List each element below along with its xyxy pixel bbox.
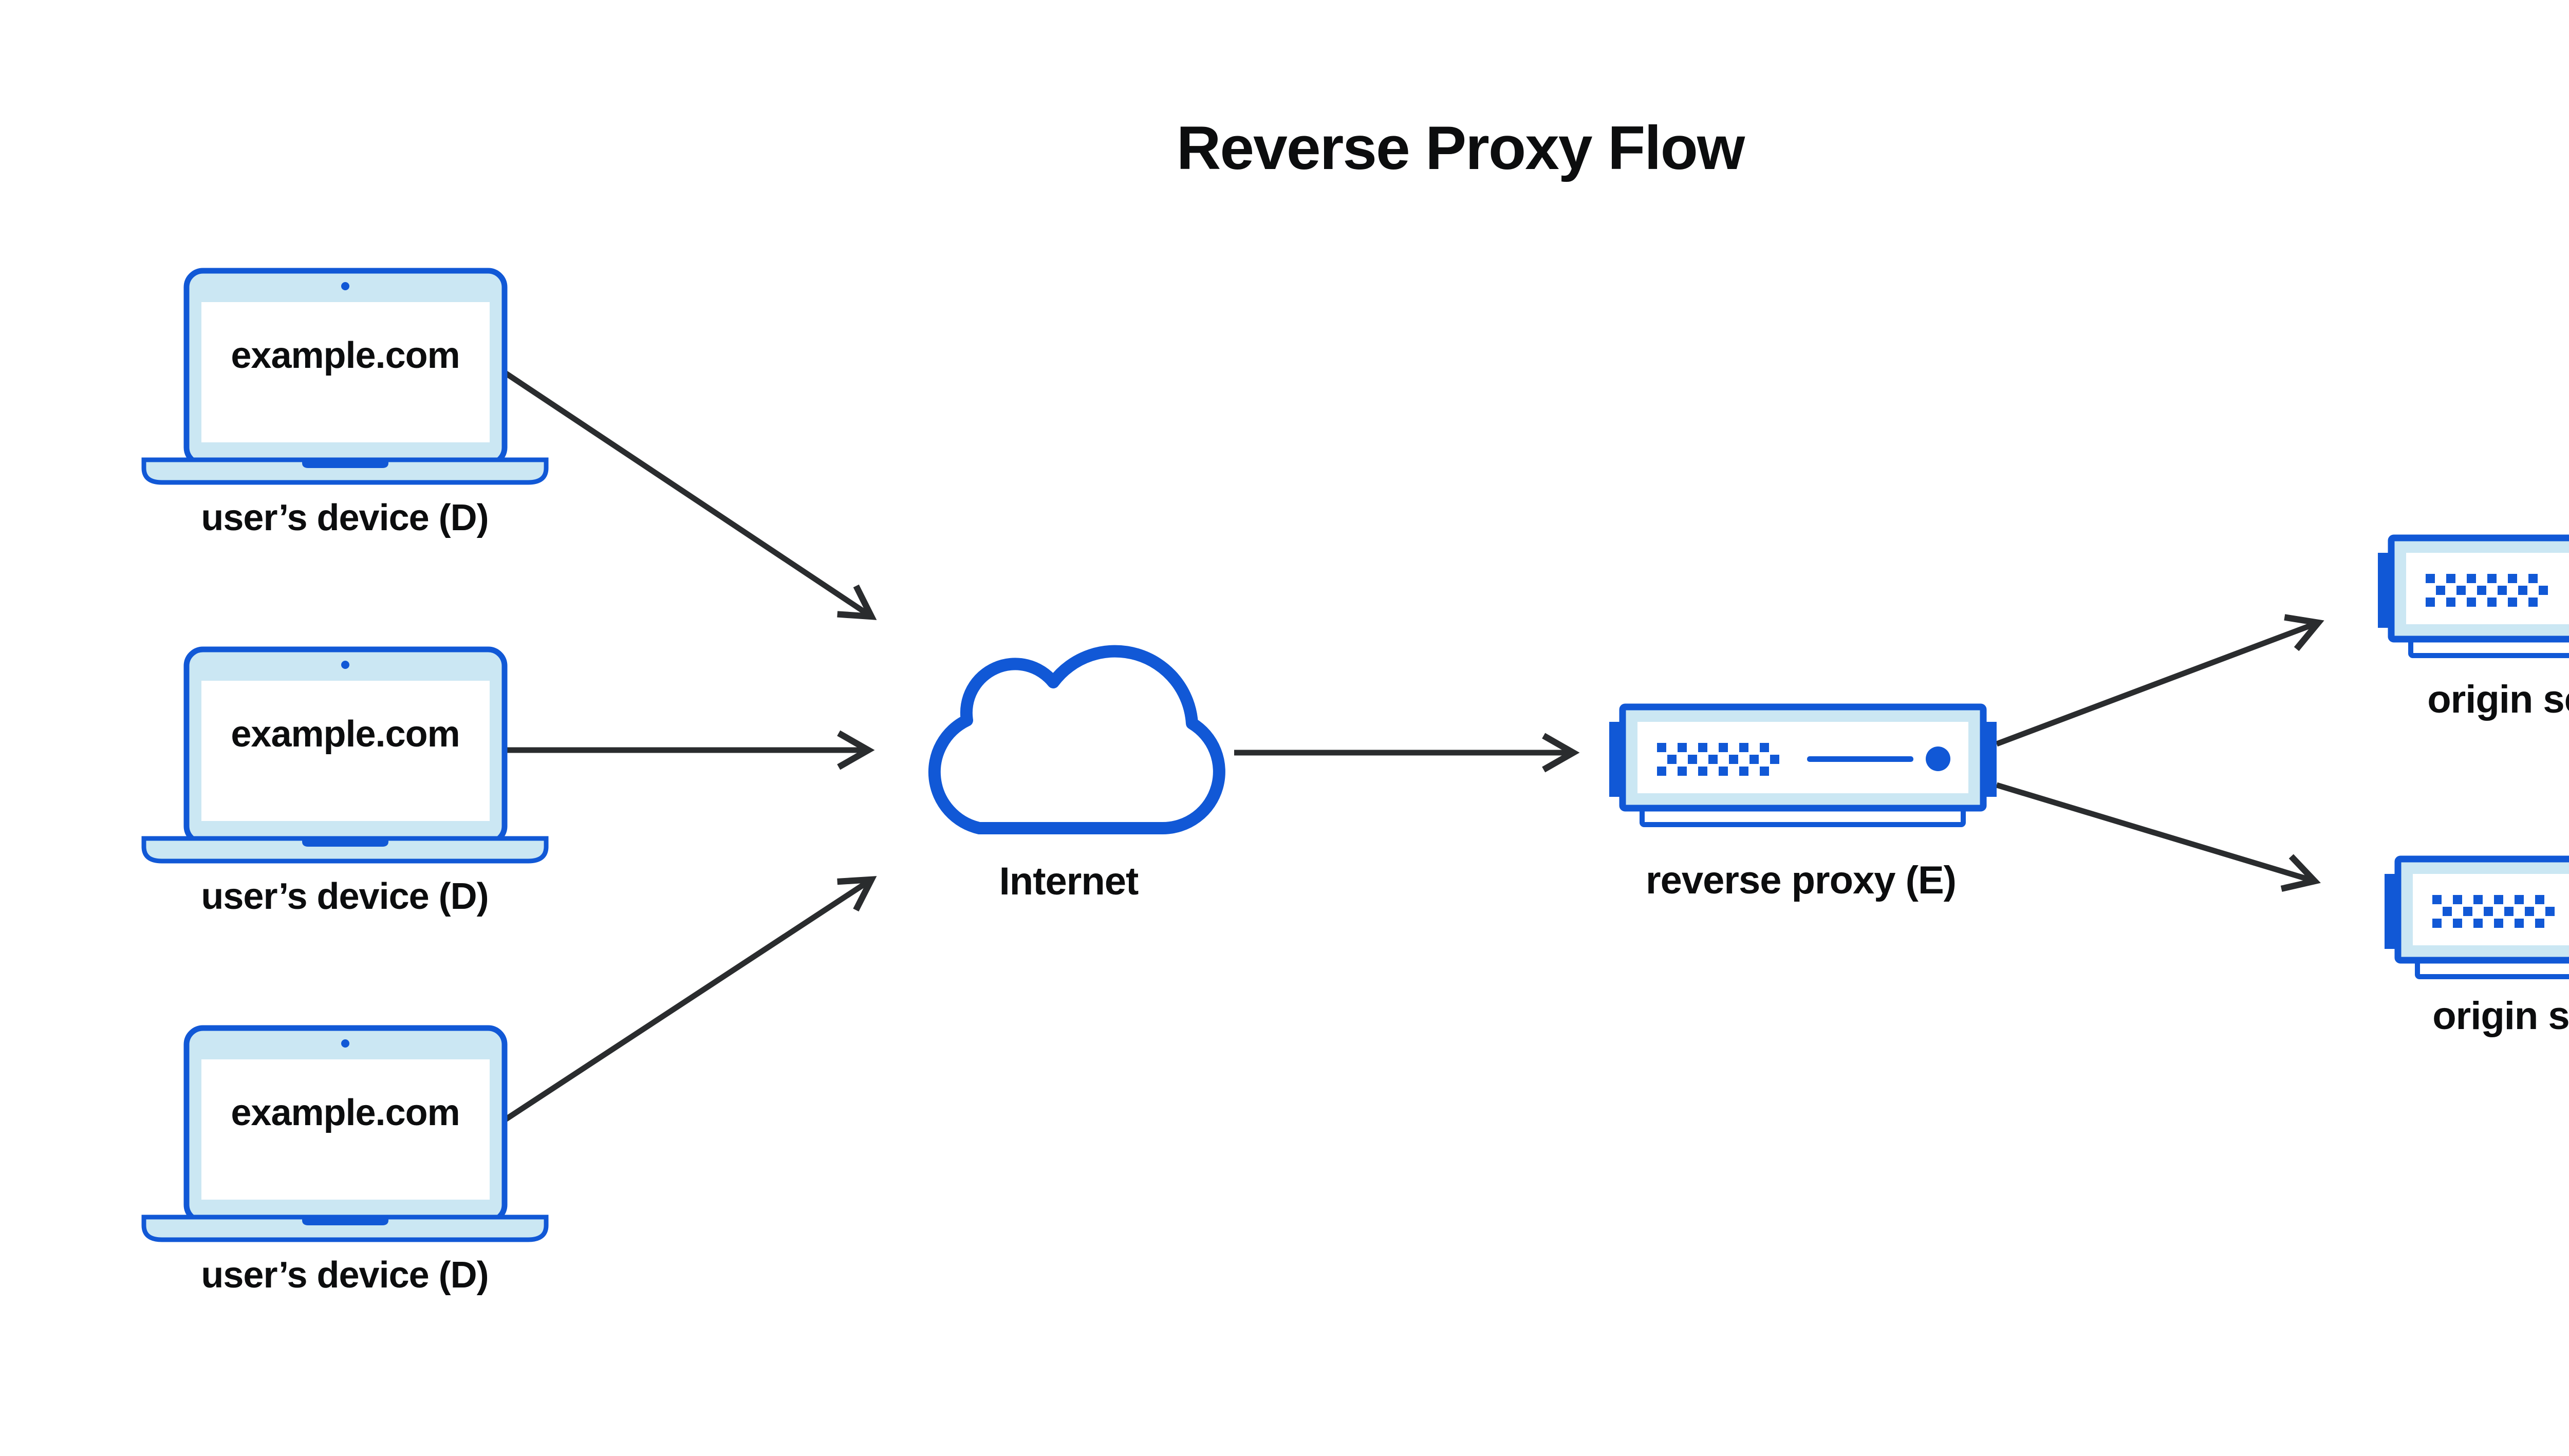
arrow-device1-to-internet <box>496 366 877 620</box>
device-3-label: user’s device (D) <box>201 1255 489 1296</box>
user-device-3-laptop-icon <box>144 1028 546 1240</box>
origin-server-2-icon <box>2385 859 2569 977</box>
origin-server-1-icon <box>2378 538 2569 656</box>
reverse-proxy-label: reverse proxy (E) <box>1646 858 1957 902</box>
user-device-2-laptop-icon <box>144 649 546 861</box>
diagram-title: Reverse Proxy Flow <box>1176 114 1745 182</box>
internet-label: Internet <box>999 860 1139 903</box>
device-1-screen-url: example.com <box>231 335 460 376</box>
user-device-1-laptop-icon <box>144 271 546 482</box>
arrow-device3-to-internet <box>496 876 877 1127</box>
arrow-proxy-to-origin2 <box>1996 782 2321 892</box>
device-2-screen-url: example.com <box>231 714 460 755</box>
device-2-label: user’s device (D) <box>201 876 489 917</box>
origin-server-2-label: origin server (F) <box>2432 994 2569 1038</box>
device-1-label: user’s device (D) <box>201 497 489 538</box>
origin-server-1-label: origin server (F) <box>2427 678 2569 721</box>
device-3-screen-url: example.com <box>231 1092 460 1133</box>
flow-arrows <box>496 366 2324 1127</box>
arrow-proxy-to-origin1 <box>1996 614 2324 747</box>
reverse-proxy-server-icon <box>1609 707 1997 825</box>
internet-cloud-icon <box>928 645 1225 835</box>
